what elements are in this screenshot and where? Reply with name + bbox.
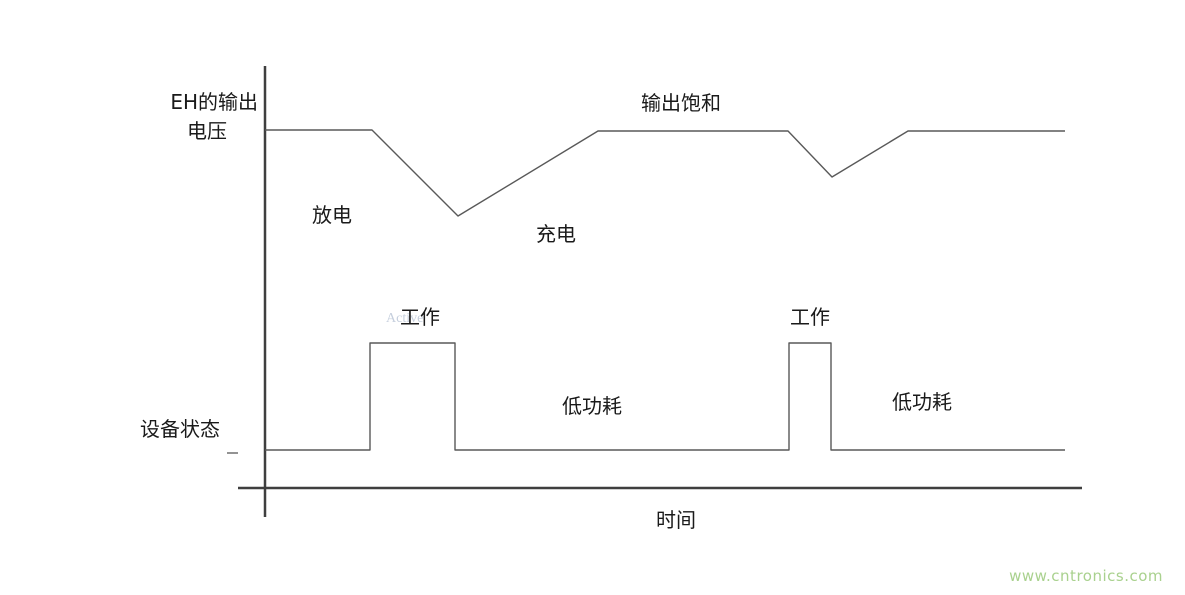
- status-waveform: [265, 342, 1065, 451]
- discharge-label: 放电: [312, 203, 352, 227]
- y-axis-label: EH的输出 电压: [128, 88, 258, 146]
- watermark: www.cntronics.com: [1009, 567, 1163, 585]
- work-label-2: 工作: [790, 305, 830, 329]
- y-axis-label-line2: 电压: [187, 119, 227, 143]
- y-axis-label-line1: EH的输出: [170, 90, 258, 114]
- work-label-1: 工作: [400, 305, 440, 329]
- voltage-waveform: [265, 129, 1065, 217]
- device-status-label: 设备状态: [140, 417, 220, 441]
- time-axis-label: 时间: [656, 508, 696, 532]
- low-power-label-2: 低功耗: [892, 390, 952, 414]
- low-power-label-1: 低功耗: [562, 394, 622, 418]
- charge-label: 充电: [536, 222, 576, 246]
- ghost-text: Active: [386, 311, 424, 326]
- saturation-label: 输出饱和: [641, 91, 721, 115]
